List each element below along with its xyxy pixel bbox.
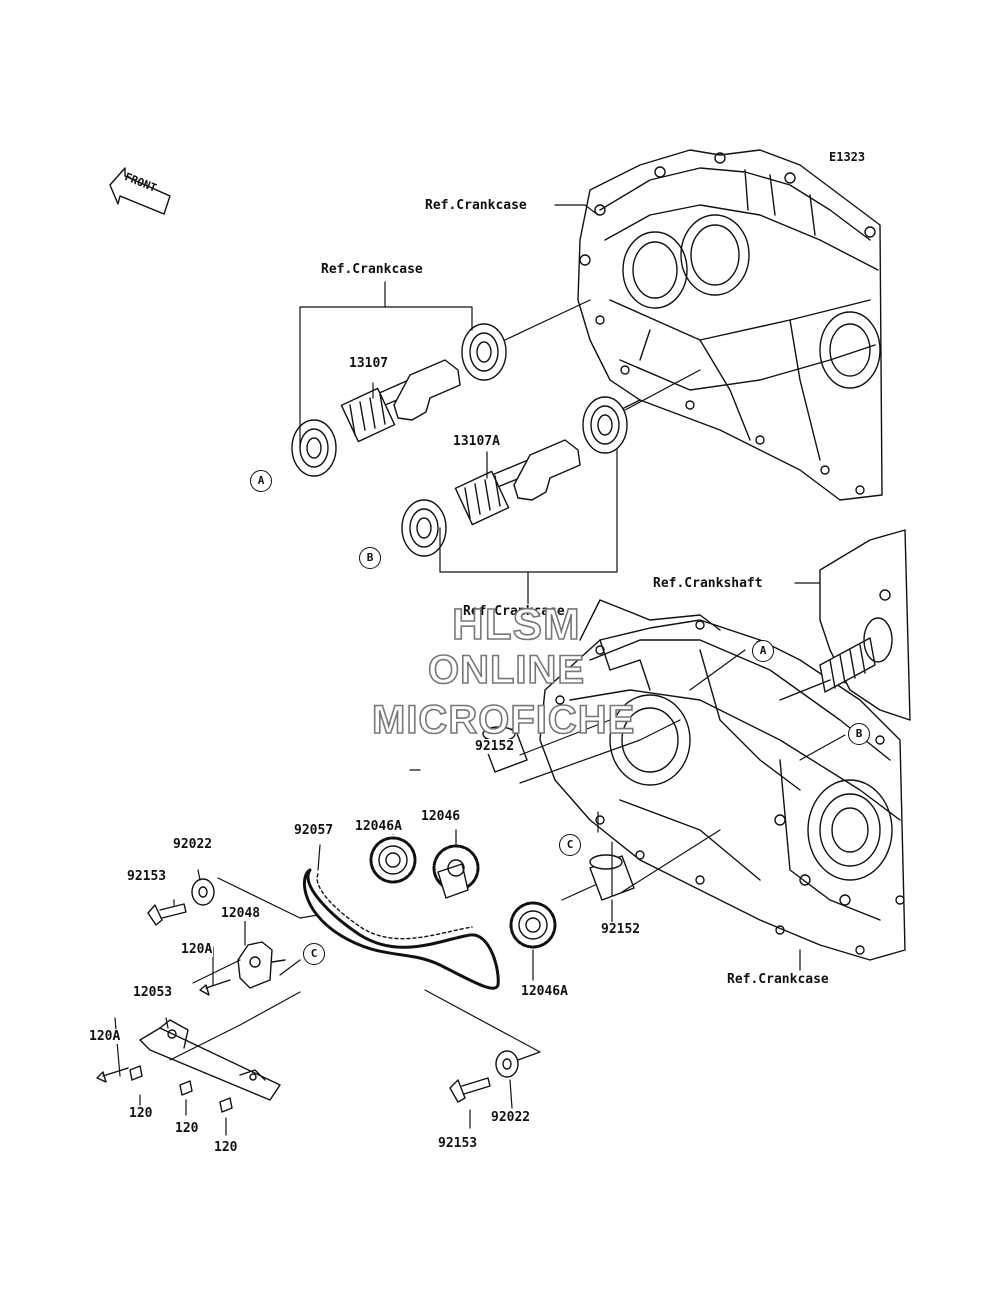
part-13107a: 13107A (452, 434, 501, 449)
sprocket-12046 (432, 844, 480, 899)
bolt-120a-upper (199, 979, 231, 996)
part-12048: 12048 (220, 906, 262, 921)
bearing-b-upper (401, 499, 447, 557)
part-92152-top: 92152 (474, 739, 516, 754)
front-arrow-icon (109, 167, 171, 215)
part-92022-bottom: 92022 (490, 1110, 532, 1125)
callout-c-mid: C (559, 834, 581, 856)
bolt-120-2 (179, 1080, 193, 1096)
callout-c-left: C (303, 943, 325, 965)
callout-b-right: B (848, 723, 870, 745)
part-12046: 12046 (420, 809, 462, 824)
callout-a-right: A (752, 640, 774, 662)
watermark-line2: ONLINE (427, 647, 586, 693)
part-92022-top: 92022 (172, 837, 214, 852)
guide-12053 (139, 1019, 281, 1101)
leader-lines-lower (114, 582, 846, 1136)
shaft-13107a (454, 439, 581, 526)
bolt-92153-upper (147, 903, 187, 926)
bolt-120-1 (129, 1065, 143, 1081)
part-120-3: 120 (213, 1140, 239, 1155)
part-92153-bottom: 92153 (437, 1136, 479, 1151)
washer-92022-upper (191, 878, 215, 906)
ref-crankcase-bottom: Ref.Crankcase (726, 972, 830, 987)
ref-crankcase-mid: Ref.Crankcase (462, 604, 566, 619)
part-120-1: 120 (128, 1106, 154, 1121)
part-120a-bottom: 120A (88, 1029, 122, 1044)
sprocket-12046a-upper (369, 836, 417, 884)
ref-crankcase-top: Ref.Crankcase (424, 198, 528, 213)
part-120a-top: 120A (180, 942, 214, 957)
crankcase-upper (577, 149, 883, 501)
diagram-code: E1323 (828, 150, 867, 165)
sprocket-12046a-lower (509, 901, 557, 949)
bearing-top-upper (461, 323, 507, 381)
bracket-lines-upper (299, 204, 701, 606)
part-12046a-bottom: 12046A (520, 984, 569, 999)
part-12053: 12053 (132, 985, 174, 1000)
callout-a-left: A (250, 470, 272, 492)
tensioner-12048 (237, 941, 286, 989)
part-13107: 13107 (348, 356, 390, 371)
ref-crankcase-left: Ref.Crankcase (320, 262, 424, 277)
bolt-92153-lower (449, 1077, 491, 1103)
part-92057: 92057 (293, 823, 335, 838)
watermark-line3: MICROFICHE (371, 697, 636, 743)
part-92152-bottom: 92152 (600, 922, 642, 937)
bearing-a-upper (291, 419, 337, 477)
bearing-top-lower (582, 396, 628, 454)
bolt-120-3 (219, 1097, 233, 1113)
shaft-13107 (340, 359, 461, 443)
callout-b-left: B (359, 547, 381, 569)
chain-92057 (303, 868, 500, 990)
watermark-line1: HLSM (451, 599, 581, 650)
crankcase-lower (539, 599, 906, 961)
part-120-2: 120 (174, 1121, 200, 1136)
bolt-120a-lower (96, 1067, 129, 1083)
part-92153-top: 92153 (126, 869, 168, 884)
washer-92022-lower (495, 1050, 519, 1078)
part-12046a-top: 12046A (354, 819, 403, 834)
ref-crankshaft: Ref.Crankshaft (652, 576, 764, 591)
crankshaft (779, 529, 911, 721)
